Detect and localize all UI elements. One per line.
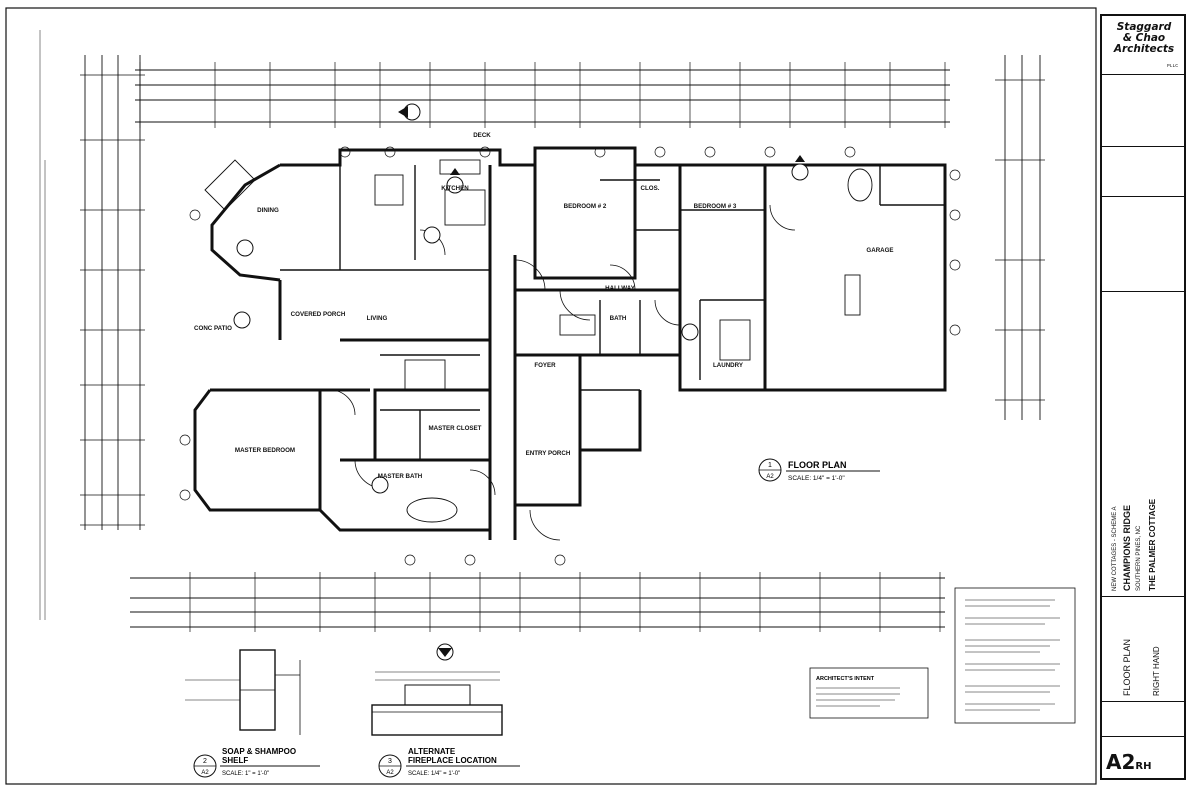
room-label-master-bath: MASTER BATH [378,473,423,480]
project-phase: NEW COTTAGES - SCHEME A [1112,506,1118,591]
room-label-deck: DECK [473,132,491,139]
room-label-foyer: FOYER [534,362,556,369]
firm-suffix: PLLC [1166,64,1178,69]
intent-title: ARCHITECT'S INTENT [816,676,875,682]
fp-title-line1: ALTERNATE [408,747,456,756]
fp-detail-number: 3 [388,758,392,765]
top-dimension-strings [135,62,950,128]
sheet-number-main: A2 [1106,750,1136,774]
sheet-border [5,7,1097,785]
fixtures [204,159,873,523]
left-margin-notes [39,30,46,620]
soap-detail-number: 2 [203,758,207,765]
room-labels: KITCHEN DINING BEDROOM # 2 BEDROOM # 3 G… [194,132,894,480]
fireplace-section-arrow [438,648,452,657]
divider-5 [1102,596,1184,597]
room-label-covered-porch: COVERED PORCH [291,311,346,318]
room-label-conc-patio: CONC PATIO [194,325,232,332]
sheet-subtitle: RIGHT HAND [1152,646,1161,696]
room-label-living: LIVING [367,315,388,322]
fp-title-line2: FIREPLACE LOCATION [408,756,497,765]
divider-2 [1102,146,1184,147]
soap-shelf-title: 2 A2 SOAP & SHAMPOO SHELF SCALE: 1" = 1'… [193,747,320,778]
project-name: CHAMPIONS RIDGE [1122,504,1132,591]
plan-detail-number: 1 [768,462,772,469]
door-swings [329,204,796,541]
project-location: SOUTHERN PINES, NC [1136,525,1142,591]
alt-fireplace-title: 3 A2 ALTERNATE FIREPLACE LOCATION SCALE:… [378,747,520,778]
divider-1 [1102,74,1184,75]
bottom-dimension-strings [130,572,945,632]
alt-fireplace-detail [371,643,503,736]
right-dimension-strings [995,55,1045,420]
room-label-bedroom3: BEDROOM # 3 [694,203,737,210]
divider-7 [1102,736,1184,737]
firm-name-line3: Architects [1113,43,1175,55]
floor-plan-title: FLOOR PLAN [788,460,847,470]
section-markers [233,103,809,494]
room-label-master-closet: MASTER CLOSET [429,425,482,432]
soap-shelf-detail [185,649,301,735]
room-label-laundry: LAUNDRY [713,362,744,369]
floor-plan-scale: SCALE: 1/4" = 1'-0" [788,475,845,482]
building-walls [193,146,947,540]
room-label-closet: CLOS. [641,185,660,192]
divider-6 [1102,701,1184,702]
room-label-bath: BATH [610,315,627,322]
house-name: THE PALMER COTTAGE [1148,498,1157,591]
architects-intent-box: ARCHITECT'S INTENT [809,667,929,719]
room-label-entry-porch: ENTRY PORCH [526,450,571,457]
floor-plan-title-block: 1 A2 FLOOR PLAN SCALE: 1/4" = 1'-0" [758,458,880,482]
interior-partitions [280,165,945,460]
firm-name-line2: & Chao [1122,32,1166,44]
soap-scale: SCALE: 1" = 1'-0" [222,771,269,777]
firm-name-line1: Staggard [1116,21,1172,33]
soap-title-line2: SHELF [222,756,248,765]
firm-logo: Staggard & Chao Architects [1104,22,1184,55]
soap-title-line1: SOAP & SHAMPOO [222,747,296,756]
general-notes-box [954,587,1076,724]
left-dimension-strings [80,55,145,530]
room-label-garage: GARAGE [866,247,893,254]
fp-scale: SCALE: 1/4" = 1'-0" [408,771,460,777]
section-arrows [398,106,805,175]
divider-3 [1102,196,1184,197]
sheet-number: A2RH [1106,750,1151,774]
fp-detail-sheet: A2 [386,770,394,776]
plan-detail-sheet: A2 [766,474,774,480]
soap-detail-sheet: A2 [201,770,209,776]
room-label-dining: DINING [257,207,279,214]
room-label-kitchen: KITCHEN [441,185,469,192]
dimension-bubbles [179,146,961,566]
room-label-bedroom2: BEDROOM # 2 [564,203,607,210]
title-block: Staggard & Chao Architects PLLC NEW COTT… [1100,14,1186,780]
room-label-master-bedroom: MASTER BEDROOM [235,447,295,454]
divider-4 [1102,291,1184,292]
sheet-number-suffix: RH [1135,761,1152,772]
sheet-title: FLOOR PLAN [1122,638,1132,696]
room-label-hallway: HALLWAY [605,285,636,292]
